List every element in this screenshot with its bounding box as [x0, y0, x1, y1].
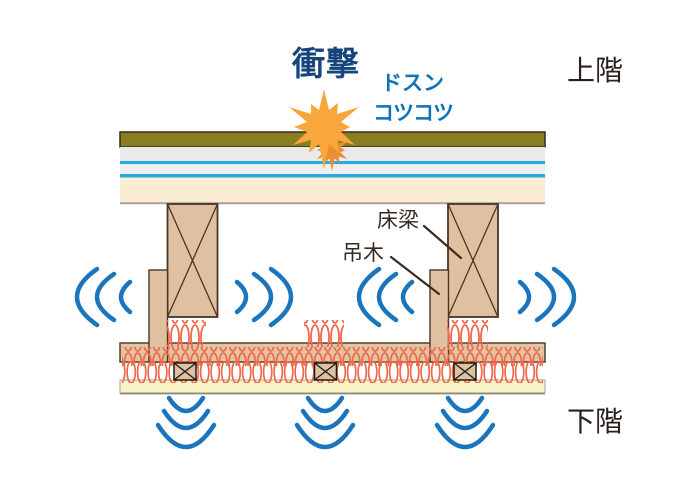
sound-wave-left-icon — [356, 266, 415, 328]
sound-wave-down-icon — [294, 395, 356, 450]
furring-block — [453, 362, 477, 381]
sound-wave-down-icon — [434, 395, 496, 450]
insulation-cluster — [447, 320, 488, 347]
insulation-cluster — [304, 320, 344, 347]
cushion-layer — [120, 164, 545, 174]
sound-wave-right-icon — [234, 266, 294, 328]
pointer-lines — [389, 224, 463, 296]
sound-wave-left-icon — [74, 266, 133, 328]
sound-label-thud: ドスン — [381, 71, 444, 95]
sound-waves — [74, 266, 577, 450]
floor-beam-right — [447, 203, 499, 318]
ceiling-board-bottom-edge — [120, 392, 545, 395]
sound-label-tap: コツコツ — [373, 101, 454, 125]
floor-beam-label: 床梁 — [377, 208, 419, 232]
upper-floor-label: 上階 — [567, 54, 624, 87]
hanging-wood-pointer-line — [389, 255, 441, 296]
slab-bottom-edge — [120, 202, 545, 205]
sound-wave-right-icon — [517, 266, 577, 328]
floor-beam-left — [166, 203, 219, 318]
slab-base-layer — [120, 177, 545, 203]
hanging-wood-label: 吊木 — [342, 241, 384, 265]
lower-floor-label: 下階 — [567, 405, 624, 438]
floor-beams — [166, 203, 499, 318]
furring-block — [173, 362, 197, 381]
impact-label: 衝撃 — [292, 44, 360, 83]
sound-wave-down-icon — [155, 395, 217, 450]
furring-block — [313, 362, 338, 381]
floor-beam-pointer-line — [422, 224, 463, 260]
insulation-cluster — [166, 320, 206, 347]
ceiling-furring-blocks — [173, 362, 477, 381]
